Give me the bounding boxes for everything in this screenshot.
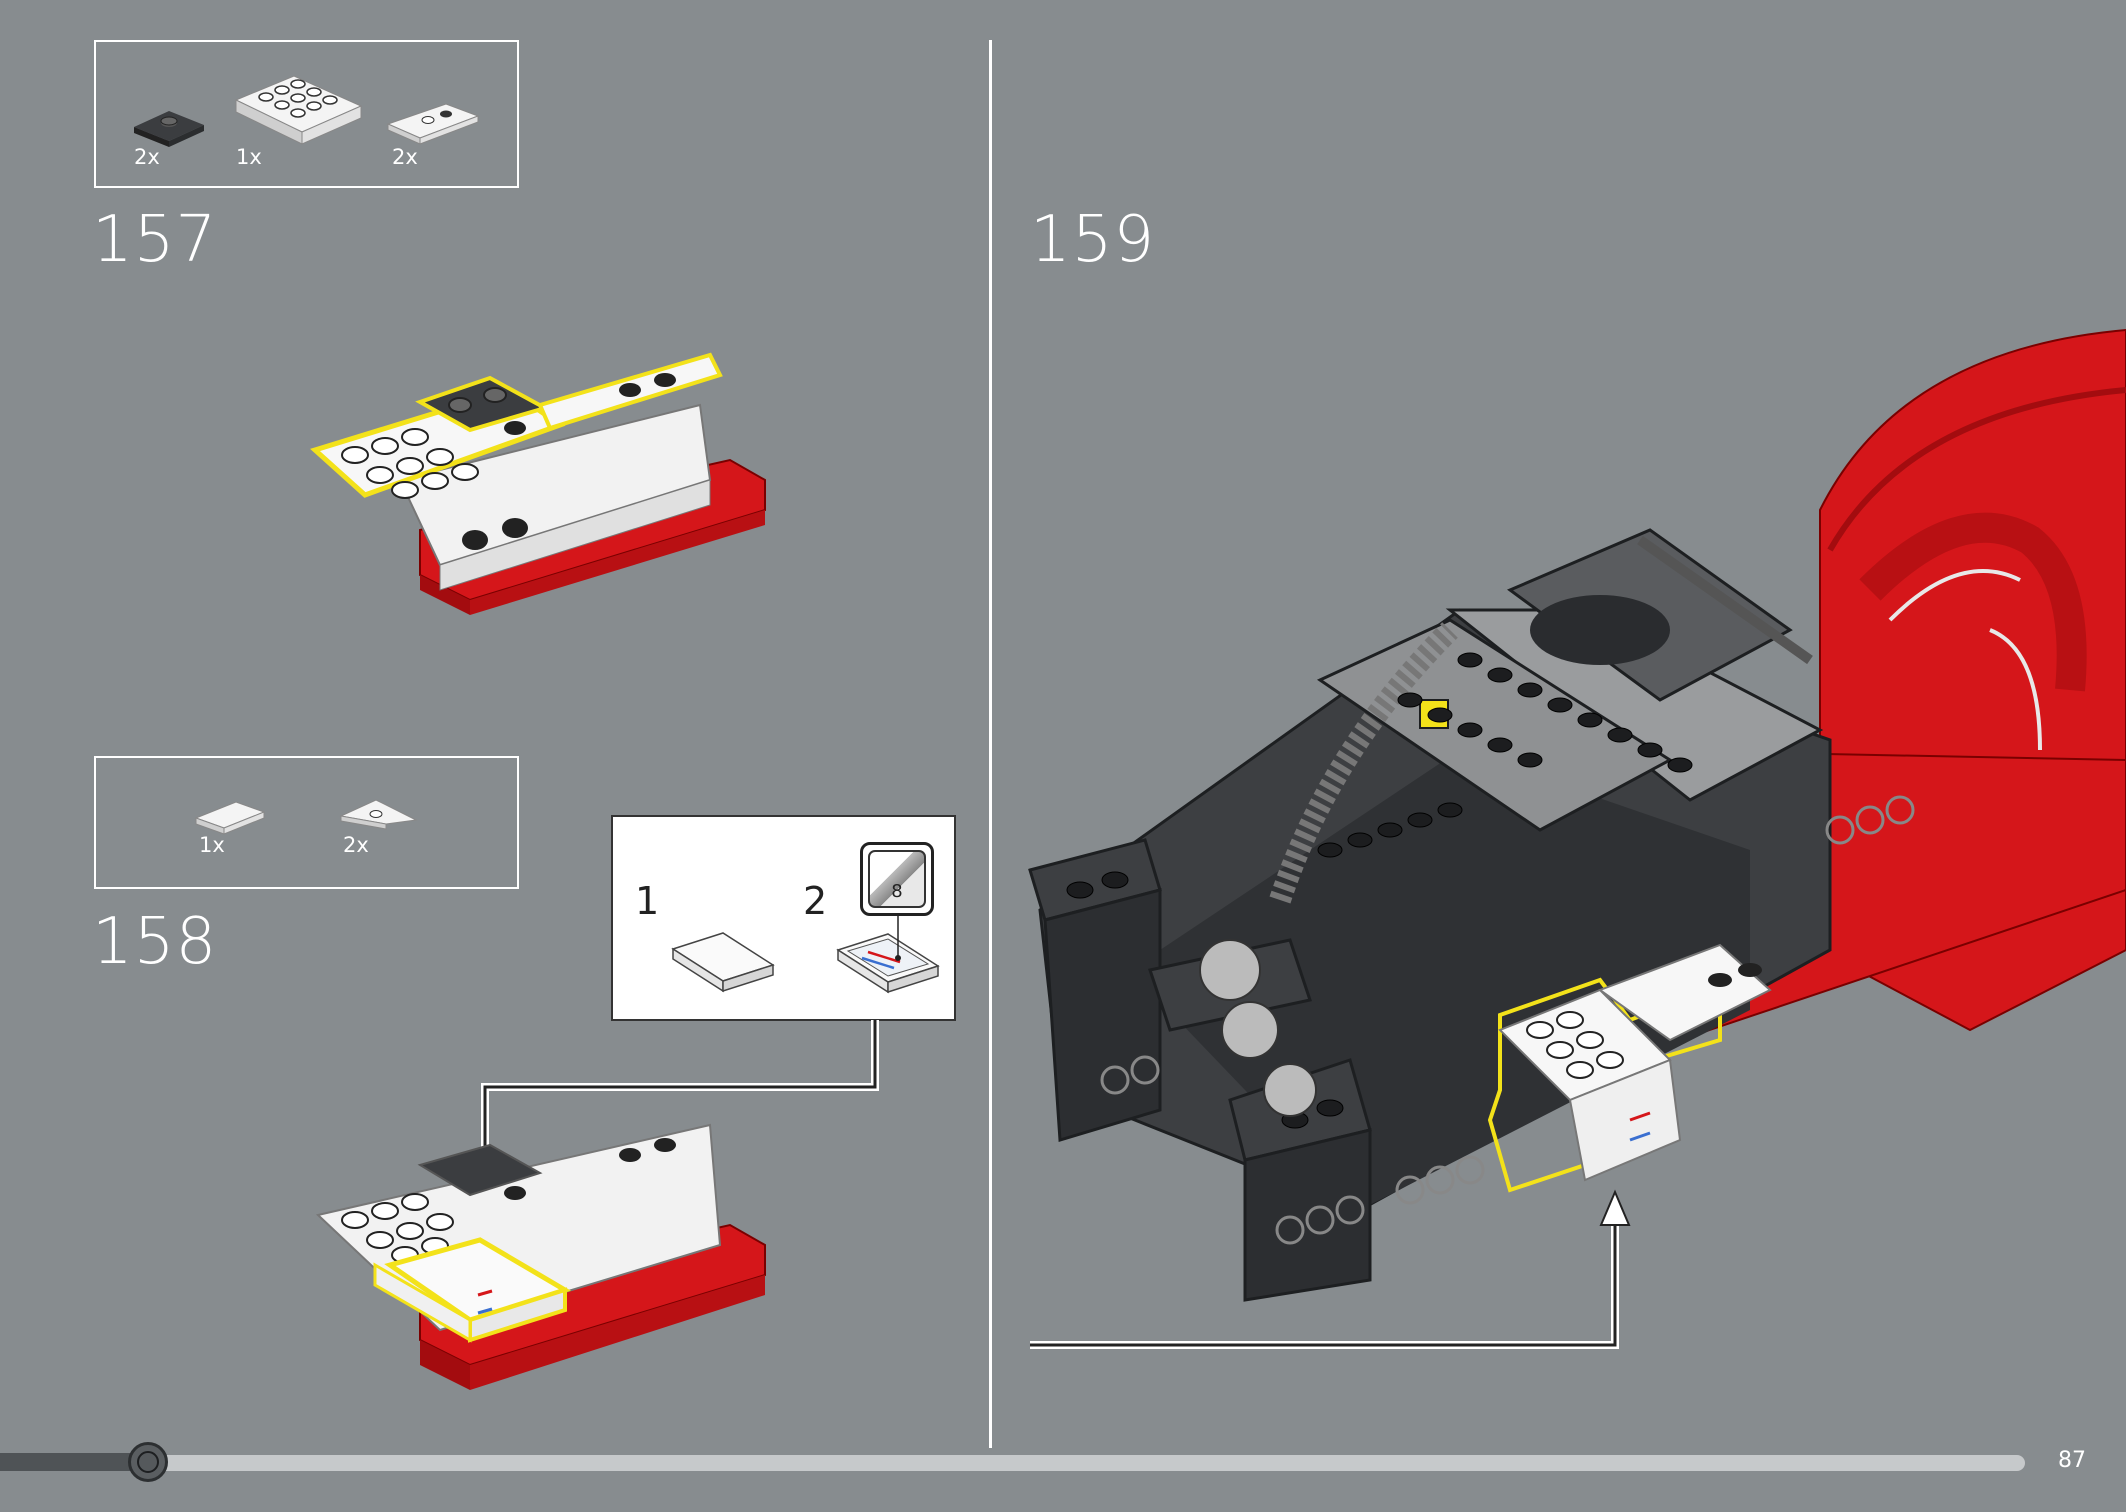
page-number: 87 xyxy=(2058,1448,2086,1473)
tile-icon xyxy=(671,932,775,993)
part-qty: 2x xyxy=(392,145,418,169)
progress-track xyxy=(148,1455,2025,1471)
step-157-model-illustration xyxy=(310,352,766,615)
step-158-model-illustration xyxy=(315,1123,766,1390)
sub-step-number: 1 xyxy=(635,879,660,923)
part-qty: 2x xyxy=(134,145,160,169)
step-number: 159 xyxy=(1030,203,1156,277)
progress-knob[interactable] xyxy=(128,1442,168,1482)
part-qty: 2x xyxy=(343,833,369,857)
step-number: 157 xyxy=(92,203,218,277)
parts-list-158: 1x 2x xyxy=(94,756,519,889)
white-wedge-plate-icon xyxy=(339,799,418,830)
white-jumper-plate-icon xyxy=(386,103,480,145)
dark-grey-jumper-plate-icon xyxy=(134,111,204,147)
progress-fill xyxy=(0,1453,148,1471)
step-159-model-illustration xyxy=(1028,328,2126,1349)
sticker-number: 8 xyxy=(891,881,903,902)
page-divider xyxy=(989,40,992,1448)
parts-list-157: 2x 1x 2x xyxy=(94,40,519,188)
part-qty: 1x xyxy=(199,833,225,857)
sub-assembly-callout: 1 2 8 xyxy=(611,815,956,1021)
sub-step-number: 2 xyxy=(803,879,828,923)
white-plate-2x4-icon xyxy=(234,75,363,145)
step-number: 158 xyxy=(92,905,218,979)
sticker-icon: 8 xyxy=(860,842,934,916)
stickered-tile-icon xyxy=(836,912,940,994)
part-qty: 1x xyxy=(236,145,262,169)
white-tile-1x2-icon xyxy=(194,801,266,835)
